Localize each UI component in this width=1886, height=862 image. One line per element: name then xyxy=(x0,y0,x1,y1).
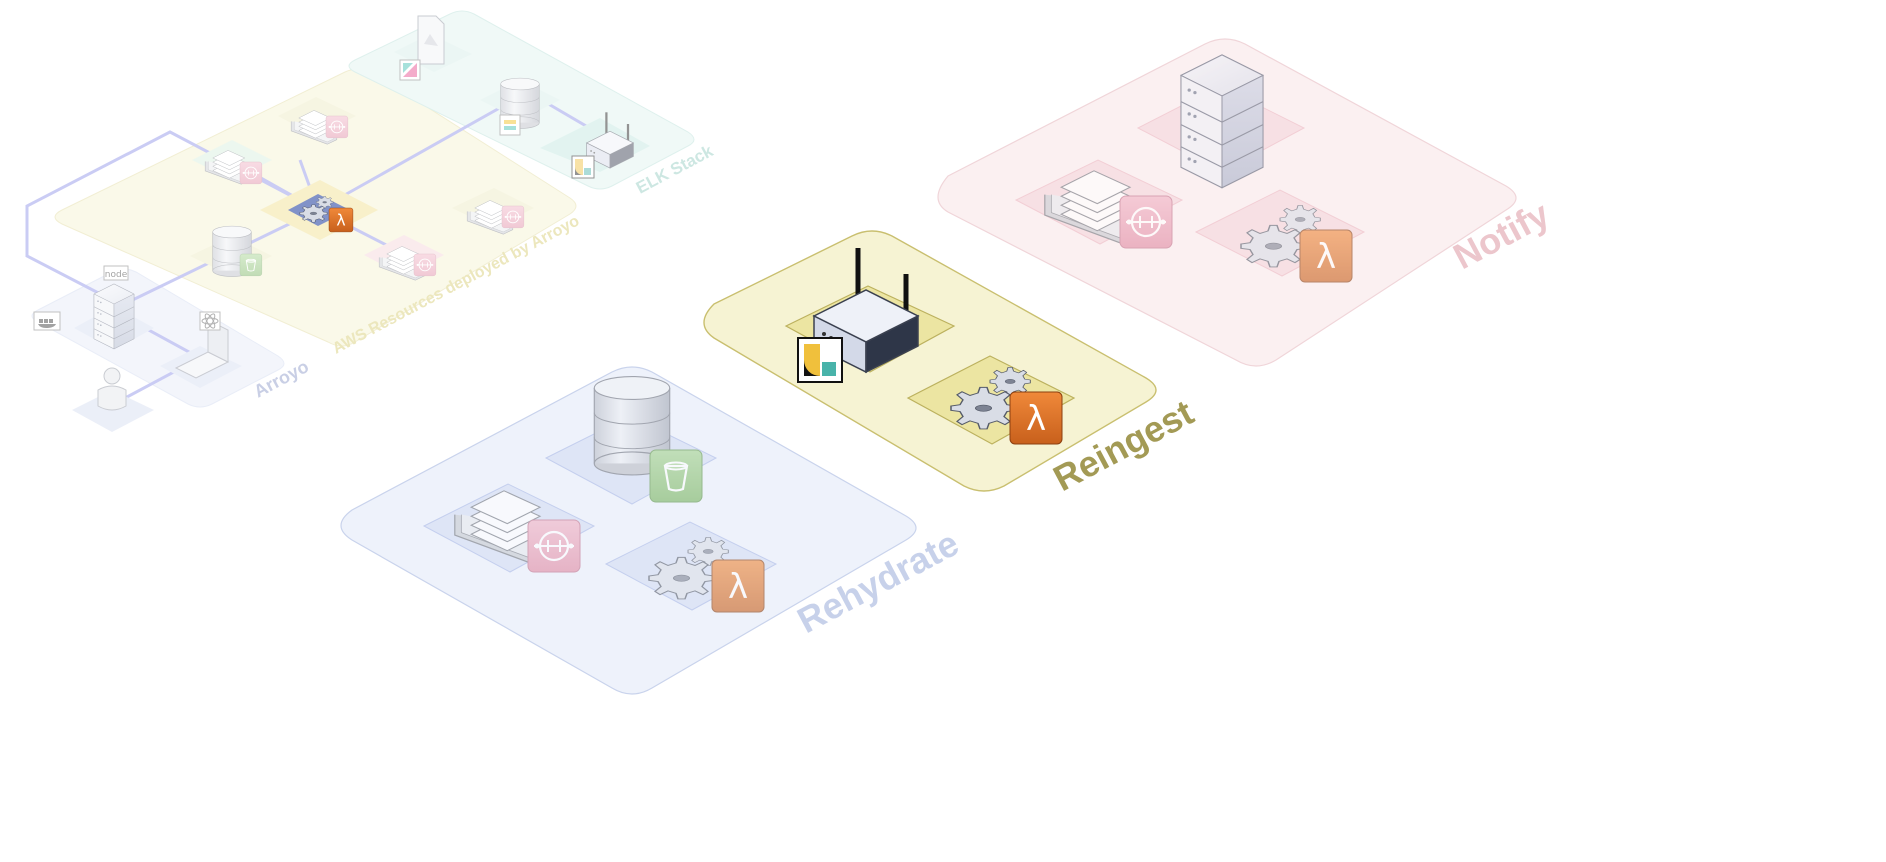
document-icon xyxy=(417,15,445,65)
react-icon xyxy=(199,311,221,331)
server-icon xyxy=(93,283,135,350)
elastic-icon xyxy=(797,337,843,383)
notify-platter xyxy=(937,38,1517,367)
sqs-icon xyxy=(413,253,437,277)
sqs-icon xyxy=(239,161,263,185)
laptop-icon xyxy=(174,319,230,379)
lambda-icon xyxy=(711,559,765,613)
sqs-icon xyxy=(325,115,349,139)
mini-platform xyxy=(160,346,242,388)
lambda-icon xyxy=(1009,391,1063,445)
mini-platform xyxy=(394,34,472,72)
kibana-icon xyxy=(399,59,421,81)
rehydrate-platter xyxy=(340,366,917,695)
sqs-icon xyxy=(501,205,525,229)
lambda-icon xyxy=(328,207,354,233)
user-icon xyxy=(97,367,127,411)
lambda-icon xyxy=(1299,229,1353,283)
logstash-icon xyxy=(499,114,521,136)
mini-platform xyxy=(72,390,154,432)
sqs-icon xyxy=(1118,194,1174,250)
s3-bucket-icon xyxy=(648,448,704,504)
overview-cluster: node xyxy=(25,10,695,432)
overview-lambda xyxy=(288,194,354,233)
nodejs-label: node xyxy=(105,270,128,280)
server-icon xyxy=(1180,54,1264,189)
docker-icon xyxy=(33,311,61,331)
s3-bucket-icon xyxy=(239,253,263,277)
nodejs-icon: node xyxy=(103,265,129,281)
elastic-icon xyxy=(571,155,595,179)
sqs-icon xyxy=(526,518,582,574)
